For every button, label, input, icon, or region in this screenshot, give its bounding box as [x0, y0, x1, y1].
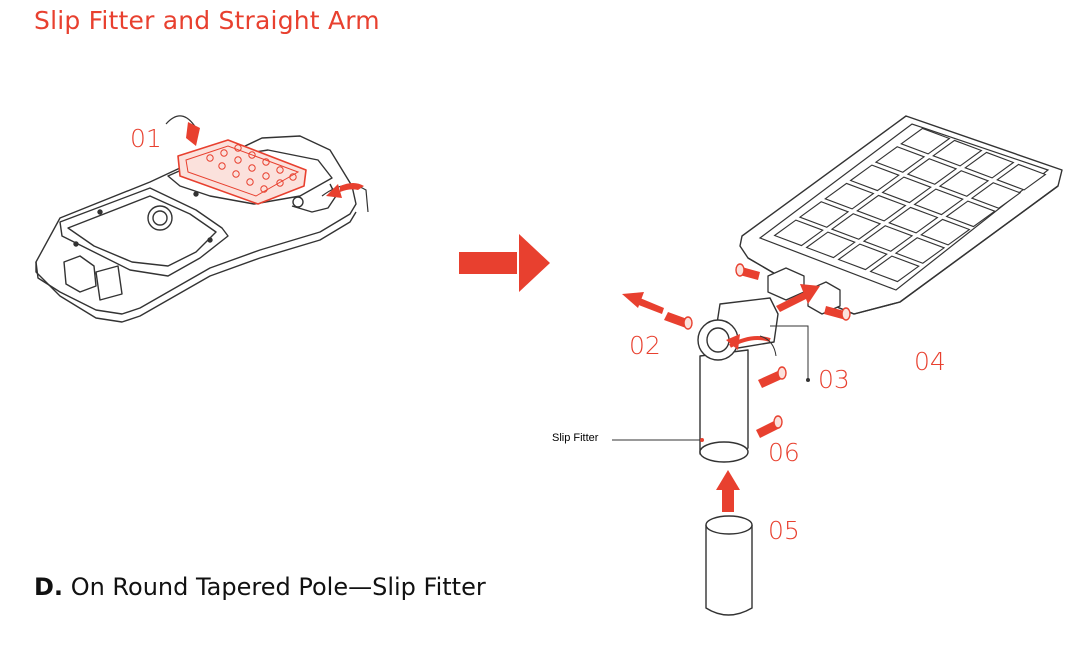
section-text: On Round Tapered Pole—Slip Fitter — [70, 573, 486, 601]
step-label-06: 06 — [768, 438, 800, 467]
solar-cell — [862, 225, 914, 252]
step-label-01: 01 — [130, 124, 162, 153]
step-label-04: 04 — [914, 347, 946, 376]
solar-cell — [805, 231, 856, 259]
solar-cell — [932, 139, 983, 167]
solar-cell — [900, 127, 951, 155]
solar-cell — [830, 213, 882, 240]
solar-cell — [837, 243, 888, 271]
solar-cell — [996, 163, 1047, 191]
solar-cells — [773, 127, 1047, 283]
battery-pack — [177, 139, 307, 205]
solar-cell — [874, 146, 926, 173]
solar-cell — [888, 206, 939, 234]
section-heading: D. On Round Tapered Pole—Slip Fitter — [34, 573, 486, 601]
solar-cell — [773, 219, 824, 247]
round-tapered-pole — [705, 515, 753, 616]
bolt-02 — [664, 312, 693, 330]
panel-arrow-icon — [776, 284, 820, 312]
solar-cell — [938, 170, 990, 197]
curved-arrow-icon — [321, 183, 369, 213]
step-label-05: 05 — [768, 516, 800, 545]
solar-cell — [970, 182, 1022, 209]
step-label-02: 02 — [629, 331, 661, 360]
solar-cell — [849, 164, 900, 192]
section-letter: D. — [34, 573, 64, 601]
solar-cell — [894, 237, 946, 264]
remove-bolt-arrow-icon — [622, 292, 664, 314]
leader-dot — [806, 378, 810, 382]
solar-cell — [856, 194, 907, 222]
rotate-arrow-icon — [726, 334, 777, 357]
bolt — [824, 306, 851, 321]
solar-cell — [964, 151, 1015, 179]
leader-line — [612, 325, 809, 441]
transition-arrow-icon — [459, 234, 550, 292]
solar-cell — [869, 255, 920, 283]
callout-slip-fitter: Slip Fitter — [552, 432, 599, 444]
solar-cell — [920, 218, 971, 246]
luminaire-housing — [35, 135, 357, 323]
bolt — [735, 263, 760, 280]
solar-cell — [913, 188, 964, 216]
step-label-03: 03 — [818, 365, 850, 394]
solar-cell — [945, 200, 996, 228]
bolt-03 — [758, 366, 787, 388]
insert-pole-arrow-icon — [716, 470, 740, 512]
bolt-06 — [756, 415, 783, 438]
curved-arrow-icon — [165, 115, 200, 146]
solar-cell — [824, 182, 875, 210]
solar-cell — [881, 176, 932, 204]
page-title: Slip Fitter and Straight Arm — [34, 6, 380, 35]
solar-cell — [798, 201, 850, 228]
solar-cell — [906, 158, 958, 185]
leader-dot — [700, 438, 704, 442]
